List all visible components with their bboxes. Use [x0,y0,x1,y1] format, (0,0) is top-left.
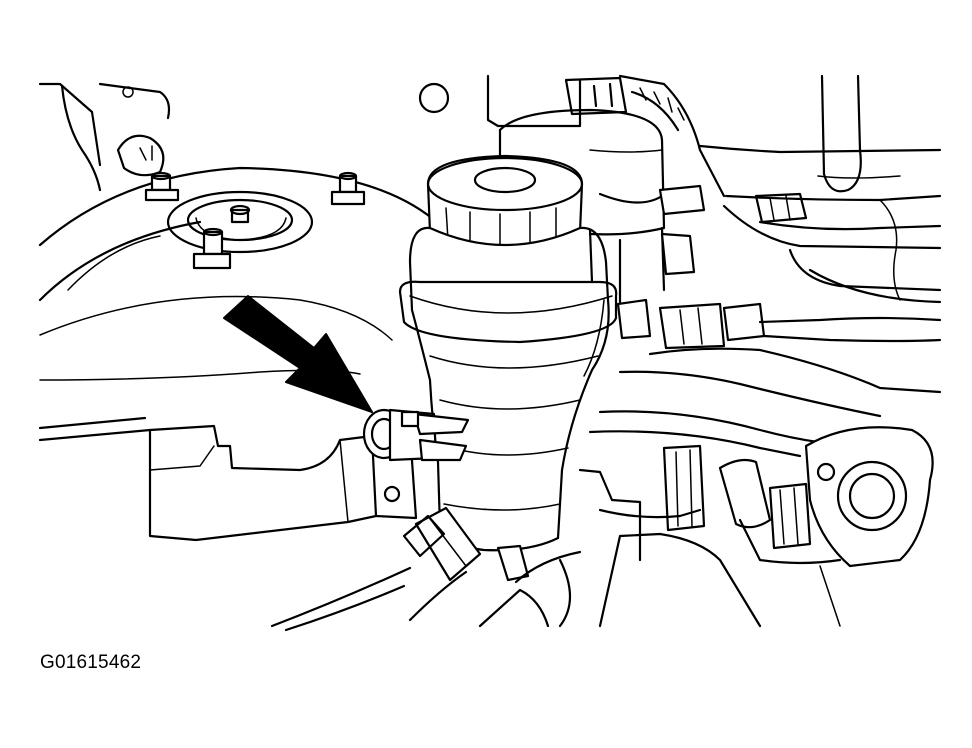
top-background-components [418,74,808,350]
power-steering-reservoir [398,226,618,552]
mounting-bracket [148,424,418,542]
reservoir-cap [426,154,584,254]
reservoir-outlet-fitting [362,408,470,462]
strut-tower [38,82,442,442]
figure-id-label: G01615462 [40,652,142,673]
arrow-icon [223,295,373,413]
right-side-hoses-and-harness [478,74,942,628]
lower-hose [270,566,468,632]
lower-hose-clamp [402,506,530,582]
